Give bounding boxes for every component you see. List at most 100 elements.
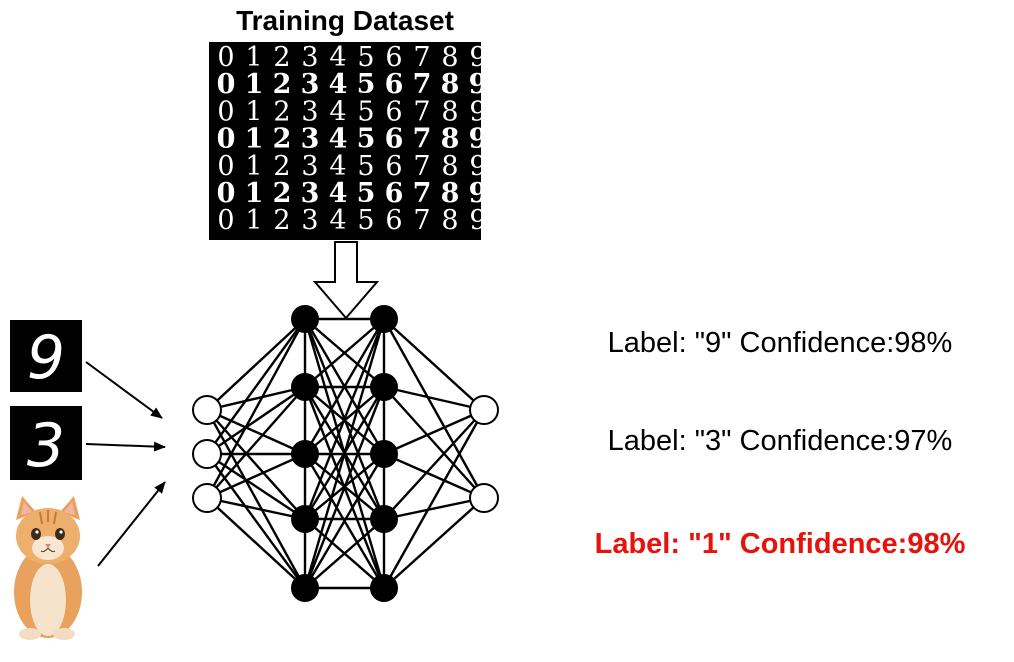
dataset-digit: 1: [245, 151, 262, 182]
hidden-node-layer-2: [370, 305, 398, 333]
dataset-digit: 5: [357, 69, 376, 100]
network-edge: [383, 452, 485, 500]
dataset-digit: 0: [217, 42, 234, 73]
dataset-digit: 0: [217, 178, 236, 209]
dataset-digit: 5: [357, 178, 376, 209]
neural-network: [192, 305, 499, 602]
dataset-digit: 6: [385, 178, 404, 209]
network-edge: [206, 452, 306, 500]
result-digit-3: Label: "3" Confidence:97%: [608, 425, 953, 457]
network-edge: [303, 318, 386, 455]
dataset-digit: 4: [329, 151, 346, 182]
network-edge: [206, 496, 306, 521]
network-edge: [205, 318, 307, 499]
network-edge: [206, 386, 306, 455]
dataset-digit: 7: [413, 205, 430, 236]
network-edge: [205, 409, 307, 589]
input-node: [192, 439, 222, 469]
network-edge: [383, 409, 485, 520]
hidden-node-layer-1: [291, 574, 319, 602]
network-edge: [206, 386, 306, 499]
dataset-digit: 8: [441, 124, 460, 155]
dataset-digit: 9: [469, 69, 488, 100]
dataset-digit: 0: [217, 151, 234, 182]
hidden-node-layer-1: [291, 305, 319, 333]
result-cat-misclassified: Label: "1" Confidence:98%: [595, 528, 966, 560]
network-edge: [303, 453, 386, 589]
network-edge: [383, 318, 485, 411]
dataset-digit: 1: [245, 124, 264, 155]
dataset-digit: 3: [301, 42, 318, 73]
dataset-digit: 6: [385, 124, 404, 155]
input-node: [192, 395, 222, 425]
dataset-digit: 8: [441, 69, 460, 100]
input-arrows: [85, 361, 166, 567]
dataset-digit: 9: [469, 96, 486, 127]
dataset-digit: 9: [469, 151, 486, 182]
dataset-digit: 1: [245, 96, 262, 127]
input-image-digit-9: 9: [10, 320, 82, 393]
network-edge: [383, 385, 485, 412]
dataset-digit: 7: [413, 124, 432, 155]
dataset-digit: 5: [357, 42, 374, 73]
network-edge: [383, 408, 485, 456]
network-edge: [303, 318, 386, 520]
dataset-digit: 9: [469, 124, 488, 155]
dataset-digit: 4: [329, 124, 348, 155]
dataset-digit: 7: [413, 96, 430, 127]
network-edge: [303, 318, 386, 589]
dataset-digit: 9: [469, 42, 486, 73]
dataset-digit: 8: [441, 205, 458, 236]
dataset-digit: 7: [413, 178, 432, 209]
dataset-digit: 2: [273, 205, 290, 236]
dataset-digit: 4: [329, 42, 346, 73]
dataset-digit: 9: [469, 178, 488, 209]
dataset-digit: 2: [273, 69, 292, 100]
input-node: [192, 483, 222, 513]
dataset-digit: 1: [245, 69, 264, 100]
dataset-digit: 3: [301, 124, 320, 155]
dataset-digit: 2: [273, 151, 290, 182]
dataset-digit: 5: [357, 96, 374, 127]
dataset-digit: 5: [357, 151, 374, 182]
dataset-digit: 7: [413, 151, 430, 182]
hidden-node-layer-2: [370, 574, 398, 602]
dataset-digit: 6: [385, 205, 402, 236]
dataset-digit: 2: [273, 178, 292, 209]
dataset-digit: 8: [441, 42, 458, 73]
network-edge: [382, 318, 486, 499]
dataset-digit: 6: [385, 69, 404, 100]
network-edge: [304, 318, 385, 388]
network-edge: [206, 408, 306, 456]
result-digit-9: Label: "9" Confidence:98%: [608, 327, 953, 359]
dataset-digit: 1: [245, 205, 262, 236]
dataset-digit: 6: [385, 42, 402, 73]
dataset-digit: 3: [301, 151, 318, 182]
dataset-digit: 5: [357, 205, 374, 236]
dataset-digit: 8: [441, 178, 460, 209]
hidden-node-layer-1: [291, 440, 319, 468]
network-edge: [206, 409, 306, 520]
hidden-node-layer-2: [370, 505, 398, 533]
network-edge: [303, 386, 386, 589]
dataset-digit: 7: [413, 42, 430, 73]
network-edge: [206, 385, 306, 412]
arrow-cat: [97, 481, 166, 567]
dataset-digit: 0: [217, 69, 236, 100]
dataset-digit: 0: [217, 96, 234, 127]
dataset-digit: 5: [357, 124, 376, 155]
dataset-digit: 4: [329, 96, 346, 127]
dataset-digit: 3: [301, 69, 320, 100]
hidden-node-layer-2: [370, 373, 398, 401]
dataset-digit: 7: [413, 69, 432, 100]
dataset-digit: 1: [245, 178, 264, 209]
dataset-digit: 1: [245, 42, 262, 73]
input-image-cat: [14, 496, 82, 640]
dataset-digit: 4: [329, 205, 346, 236]
input-digit-9-label: 9: [27, 323, 65, 393]
output-node: [469, 395, 499, 425]
dataset-digit: 3: [301, 96, 318, 127]
classification-results: Label: "9" Confidence:98% Label: "3" Con…: [595, 327, 966, 560]
